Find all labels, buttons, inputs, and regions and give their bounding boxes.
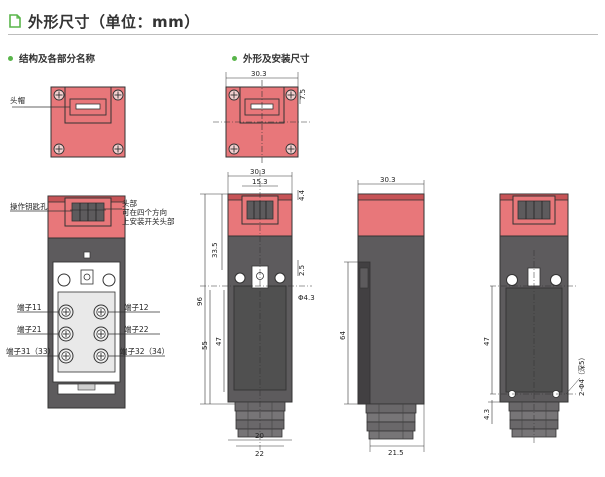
label-head-note-1: 可在四个方向 xyxy=(122,207,167,217)
dim-47-rear: 47 xyxy=(483,337,491,346)
dim-phi-4-3: Φ4.3 xyxy=(298,294,315,302)
label-terminal-21: 端子21 xyxy=(17,324,42,334)
dim-55: 55 xyxy=(201,341,209,350)
dim-2-phi-4: 2-Φ4（深5） xyxy=(577,354,586,396)
dim-2-5: 2.5 xyxy=(298,265,306,276)
label-terminal-31: 端子31（33） xyxy=(6,346,55,356)
document-icon xyxy=(9,14,21,28)
section-structure-heading: 结构及各部分名称 xyxy=(8,51,95,65)
label-terminal-22: 端子22 xyxy=(124,324,149,334)
dim-20: 20 xyxy=(255,432,264,440)
label-key-hole: 操作钥匙孔 xyxy=(10,201,48,211)
dim-96: 96 xyxy=(196,297,204,306)
dim-22: 22 xyxy=(255,450,264,458)
label-terminal-11: 端子11 xyxy=(17,302,42,312)
head-top-view-left xyxy=(12,86,126,158)
section-dimensions-heading: 外形及安装尺寸 xyxy=(232,51,310,65)
dim-15-3: 15.3 xyxy=(252,178,268,186)
header-divider xyxy=(8,34,598,35)
front-dimensioned-view xyxy=(200,170,312,450)
dim-4-4: 4.4 xyxy=(298,189,306,201)
dim-47: 47 xyxy=(215,337,223,346)
label-head: 头部 xyxy=(122,198,137,208)
dim-body-width: 30.3 xyxy=(250,168,266,176)
page-header: 外形尺寸（单位：mm） xyxy=(8,9,200,33)
label-head-note-2: 上安装开关头部 xyxy=(122,216,175,226)
dim-21-5: 21.5 xyxy=(388,449,404,457)
label-terminal-32: 端子32（34） xyxy=(120,346,169,356)
bullet-icon xyxy=(8,55,13,61)
rear-view xyxy=(488,193,581,445)
bullet-icon xyxy=(232,55,237,61)
label-head-cap: 头帽 xyxy=(10,95,25,105)
dim-head-width: 30.3 xyxy=(251,70,267,78)
dim-64: 64 xyxy=(339,331,347,340)
page-title: 外形尺寸（单位：mm） xyxy=(28,12,200,31)
side-view xyxy=(344,180,425,452)
dim-4-3: 4.3 xyxy=(483,409,491,420)
dim-side-width: 30.3 xyxy=(380,176,396,184)
dim-7-5: 7.5 xyxy=(299,89,307,100)
label-terminal-12: 端子12 xyxy=(124,302,149,312)
head-top-view-dimensioned xyxy=(213,72,311,165)
switch-structure-view xyxy=(8,195,165,409)
dim-33-5: 33.5 xyxy=(211,242,219,258)
